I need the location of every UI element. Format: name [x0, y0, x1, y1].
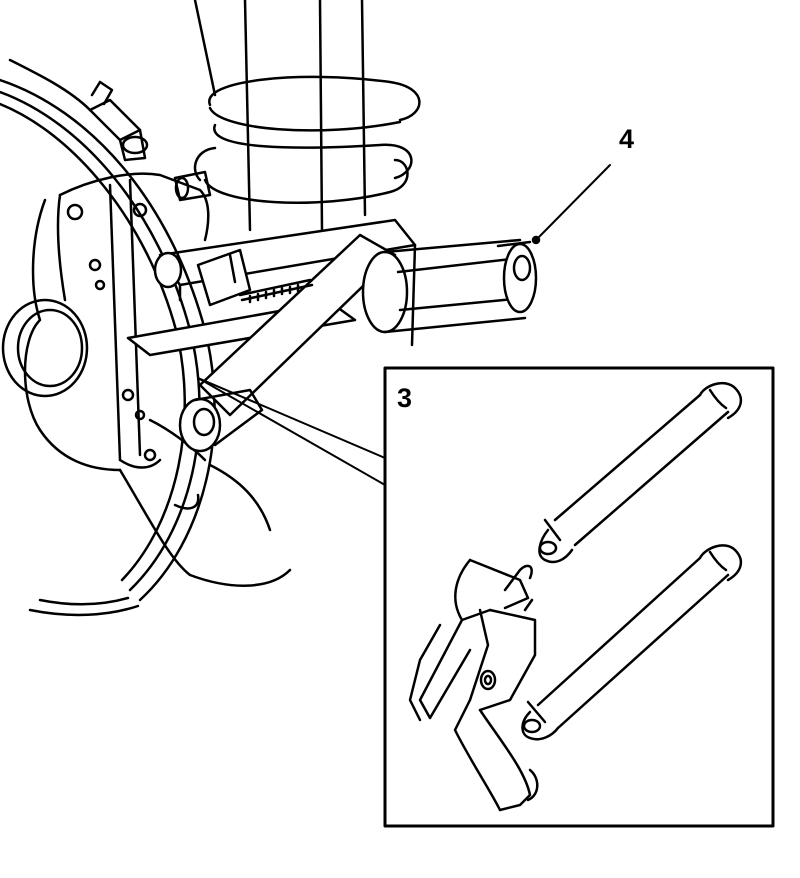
- guide-pin-lower: [523, 545, 741, 739]
- hose-fitting: [175, 172, 210, 200]
- anti-rattle-clip: [410, 560, 537, 810]
- brake-caliper: [58, 174, 208, 468]
- callout-4: 4: [619, 124, 635, 154]
- detail-pointer-3: [198, 378, 385, 485]
- leader-line-4: [533, 165, 610, 243]
- callout-3: 3: [397, 383, 413, 413]
- wheel-hub: [3, 300, 87, 396]
- guide-pin-upper: [539, 383, 740, 562]
- coil-spring: [195, 77, 419, 203]
- bleed-nipple: [90, 82, 147, 160]
- piston-tool: [128, 220, 536, 451]
- detail-frame: [385, 368, 773, 826]
- steering-knuckle: [10, 60, 290, 586]
- suspension-strut: [195, 0, 365, 230]
